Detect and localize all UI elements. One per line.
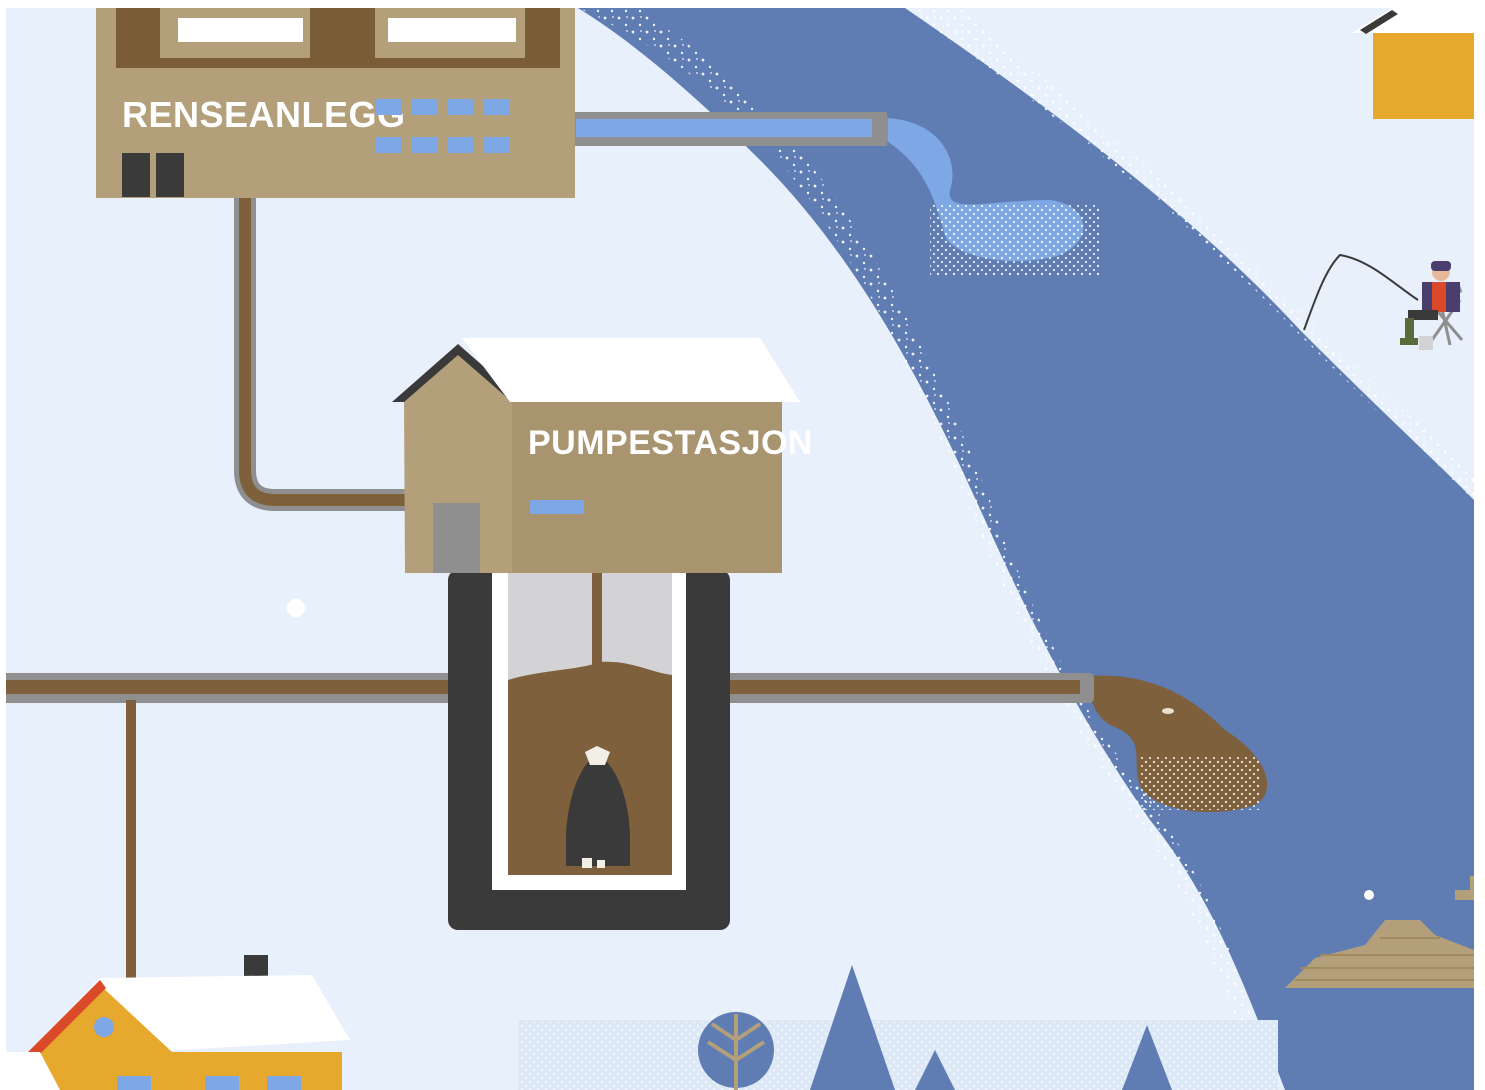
clean-water-pipe xyxy=(572,112,888,146)
floating-debris xyxy=(1162,708,1174,714)
pump-station-roof-snow xyxy=(462,338,800,402)
pump-station: PUMPESTASJON xyxy=(392,338,813,573)
tank-water xyxy=(178,18,303,42)
house-windows xyxy=(117,1076,301,1090)
treatment-plant: RENSEANLEGG xyxy=(96,8,575,198)
pump-station-label: PUMPESTASJON xyxy=(528,424,813,462)
pump-rod xyxy=(592,570,602,670)
treatment-plant-label: RENSEANLEGG xyxy=(122,94,406,135)
snowflake xyxy=(1364,890,1374,900)
plant-door xyxy=(156,153,184,197)
house-connection-pipe xyxy=(126,700,136,985)
plant-door xyxy=(122,153,150,197)
tank-water xyxy=(388,18,516,42)
house-round-window xyxy=(94,1017,114,1037)
right-border xyxy=(1474,0,1485,1090)
snowflake xyxy=(287,599,305,617)
pump-station-door xyxy=(433,503,480,573)
pump-station-window xyxy=(530,500,584,514)
